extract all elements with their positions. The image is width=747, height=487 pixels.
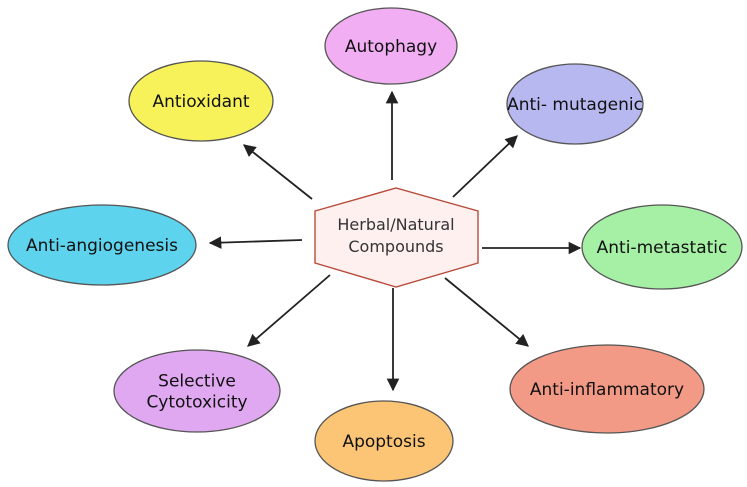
node-autophagy: Autophagy: [324, 7, 458, 85]
anti-inflammatory-oval: [509, 344, 705, 434]
anti-mutagenic-label: Anti- mutagenic: [507, 95, 643, 115]
arrow-to-anti-angiogenesis: [208, 236, 303, 249]
anti-metastatic-oval: [581, 204, 743, 290]
antioxidant-oval: [128, 60, 274, 142]
node-apoptosis: Apoptosis: [314, 400, 454, 482]
anti-metastatic-label: Anti-metastatic: [597, 238, 728, 258]
selective-cytotoxicity-label: Cytotoxicity: [146, 393, 247, 413]
node-anti-angiogenesis: Anti-angiogenesis: [7, 204, 197, 286]
node-anti-metastatic: Anti-metastatic: [581, 204, 743, 290]
anti-mutagenic-oval: [506, 63, 644, 145]
selective-cytotoxicity-label: Selective: [158, 372, 236, 392]
center-hexagon: [314, 187, 479, 288]
arrow-to-antioxidant: [243, 144, 313, 200]
node-antioxidant: Antioxidant: [128, 60, 274, 142]
antioxidant-label: Antioxidant: [152, 92, 249, 112]
autophagy-oval: [324, 7, 458, 85]
node-anti-inflammatory: Anti-inflammatory: [509, 344, 705, 434]
node-anti-mutagenic: Anti- mutagenic: [506, 63, 644, 145]
arrow-to-selective-cytotoxicity: [247, 274, 331, 347]
center-label: Herbal/Natural: [337, 215, 454, 234]
apoptosis-label: Apoptosis: [342, 432, 425, 452]
anti-angiogenesis-oval: [7, 204, 197, 286]
anti-angiogenesis-label: Anti-angiogenesis: [26, 236, 178, 256]
arrow-to-anti-mutagenic: [452, 135, 518, 198]
center-label: Compounds: [348, 237, 443, 256]
selective-cytotoxicity-oval: [113, 349, 281, 433]
arrows: [208, 90, 582, 392]
apoptosis-oval: [314, 400, 454, 482]
anti-inflammatory-label: Anti-inflammatory: [530, 380, 684, 400]
arrow-to-anti-inflammatory: [444, 277, 529, 347]
autophagy-label: Autophagy: [345, 37, 437, 57]
